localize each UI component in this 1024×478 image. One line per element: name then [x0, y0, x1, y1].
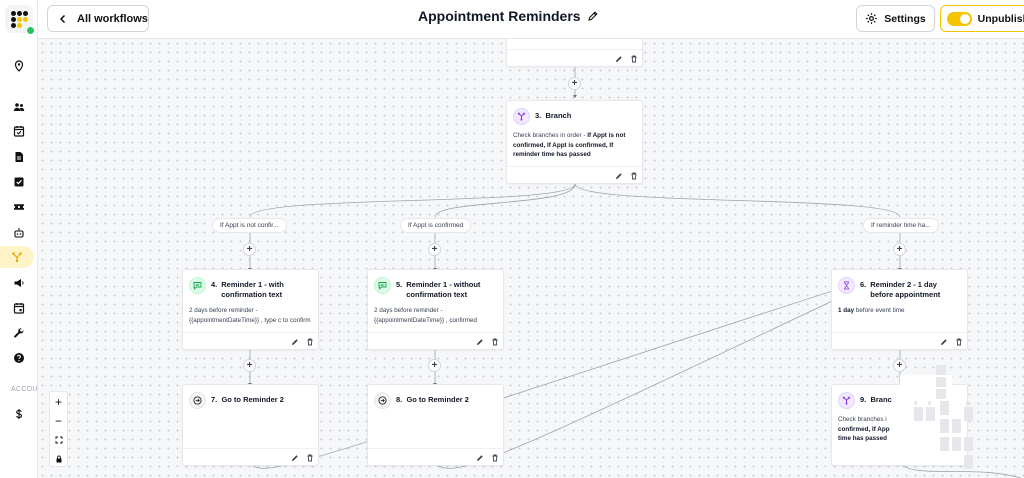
zoom-controls: + − — [49, 391, 68, 467]
edit-icon[interactable] — [474, 452, 485, 463]
node-footer — [183, 332, 318, 349]
node-footer — [507, 49, 642, 66]
trash-icon[interactable] — [489, 452, 500, 463]
node-footer — [183, 448, 318, 465]
settings-button[interactable]: Settings — [856, 5, 935, 32]
workflow-canvas[interactable]: + 3. Branch Check branches in order - If… — [38, 39, 1024, 478]
node-description: Check branches in order - If Appt is not… — [513, 132, 626, 158]
sms-node-4[interactable]: 4.Reminder 1 - with confirmation text 2 … — [182, 269, 319, 350]
trash-icon[interactable] — [628, 53, 639, 64]
add-step-button[interactable]: + — [428, 243, 441, 256]
node-footer — [368, 332, 503, 349]
dollar-icon[interactable] — [6, 403, 32, 425]
bot-icon[interactable] — [6, 222, 32, 244]
app-logo[interactable] — [5, 5, 35, 35]
node-title: 9. Branc — [860, 395, 892, 404]
trash-icon[interactable] — [304, 452, 315, 463]
node-description: 2 days before reminder - {{appointmentDa… — [374, 307, 478, 324]
edit-icon[interactable] — [289, 452, 300, 463]
add-step-button[interactable]: + — [893, 243, 906, 256]
zoom-out-button[interactable]: − — [54, 413, 62, 428]
add-step-button[interactable]: + — [893, 359, 906, 372]
node-footer — [832, 332, 967, 349]
wrench-icon[interactable] — [6, 322, 32, 344]
branch-node-3[interactable]: 3. Branch Check branches in order - If A… — [506, 100, 643, 184]
contacts-icon[interactable] — [6, 96, 32, 118]
node-title: 4.Reminder 1 - with confirmation text — [211, 280, 284, 299]
ticket-icon[interactable] — [6, 196, 32, 218]
goto-arrow-icon — [374, 392, 391, 409]
sidebar: ACCOU — [0, 0, 38, 478]
node-description: 1 day before event time — [838, 307, 905, 314]
edit-icon[interactable] — [613, 53, 624, 64]
previous-step-node[interactable] — [506, 39, 643, 67]
add-step-button[interactable]: + — [568, 77, 581, 90]
trash-icon[interactable] — [489, 336, 500, 347]
chevron-left-icon — [59, 14, 66, 23]
goto-arrow-icon — [189, 392, 206, 409]
node-title: 3. Branch — [535, 111, 572, 120]
node-title: 8. Go to Reminder 2 — [396, 395, 469, 404]
trash-icon[interactable] — [953, 336, 964, 347]
top-header: All workflows Appointment Reminders Sett… — [38, 0, 1024, 39]
add-step-button[interactable]: + — [428, 359, 441, 372]
add-step-button[interactable]: + — [243, 359, 256, 372]
unpublish-label: Unpublish — [977, 12, 1024, 25]
help-icon[interactable] — [6, 347, 32, 369]
hourglass-icon — [838, 277, 855, 294]
edit-icon[interactable] — [289, 336, 300, 347]
node-footer — [368, 448, 503, 465]
back-to-workflows-button[interactable]: All workflows — [47, 5, 149, 32]
megaphone-icon[interactable] — [6, 272, 32, 294]
branch-icon — [513, 108, 530, 125]
online-status-icon — [26, 26, 35, 35]
calendar-icon[interactable] — [6, 297, 32, 319]
goto-node-8[interactable]: 8. Go to Reminder 2 — [367, 384, 504, 466]
task-icon[interactable] — [6, 171, 32, 193]
edit-icon[interactable] — [613, 170, 624, 181]
workflow-title-group: Appointment Reminders — [418, 8, 599, 24]
trash-icon[interactable] — [304, 336, 315, 347]
node-footer — [507, 166, 642, 183]
calendar-check-icon[interactable] — [6, 120, 32, 142]
lock-icon[interactable] — [50, 449, 67, 468]
edit-icon[interactable] — [474, 336, 485, 347]
goto-node-7[interactable]: 7. Go to Reminder 2 — [182, 384, 319, 466]
publish-toggle-icon[interactable] — [947, 11, 972, 26]
zoom-in-button[interactable]: + — [54, 394, 62, 409]
map-pin-icon[interactable] — [6, 55, 32, 77]
branch-label-time-passed[interactable]: If reminder time ha... — [863, 218, 939, 233]
sidebar-section-label: ACCOU — [11, 386, 38, 393]
node-description: 2 days before reminder - {{appointmentDa… — [189, 307, 311, 324]
branch-icon — [838, 392, 855, 409]
gear-icon — [866, 13, 878, 24]
wait-node-6[interactable]: 6.Reminder 2 - 1 day before appointment … — [831, 269, 968, 350]
sms-node-5[interactable]: 5.Reminder 1 - without confirmation text… — [367, 269, 504, 350]
message-icon — [189, 277, 206, 294]
page-title: Appointment Reminders — [418, 8, 581, 24]
node-title: 7. Go to Reminder 2 — [211, 395, 284, 404]
unpublish-toggle-button[interactable]: Unpublish — [940, 5, 1024, 32]
trash-icon[interactable] — [628, 170, 639, 181]
node-title: 5.Reminder 1 - without confirmation text — [396, 280, 481, 299]
node-title: 6.Reminder 2 - 1 day before appointment — [860, 280, 941, 299]
branch-label-confirmed[interactable]: If Appt is confirmed — [400, 218, 472, 233]
fit-view-button[interactable] — [50, 430, 67, 449]
branch-label-not-confirmed[interactable]: If Appt is not confir... — [212, 218, 287, 233]
document-icon[interactable] — [6, 146, 32, 168]
edit-title-icon[interactable] — [587, 10, 599, 22]
workflow-icon[interactable] — [0, 246, 34, 268]
edit-icon[interactable] — [938, 336, 949, 347]
message-icon — [374, 277, 391, 294]
minimap[interactable] — [900, 365, 978, 477]
add-step-button[interactable]: + — [243, 243, 256, 256]
back-button-label: All workflows — [77, 12, 148, 25]
settings-label: Settings — [884, 12, 926, 25]
